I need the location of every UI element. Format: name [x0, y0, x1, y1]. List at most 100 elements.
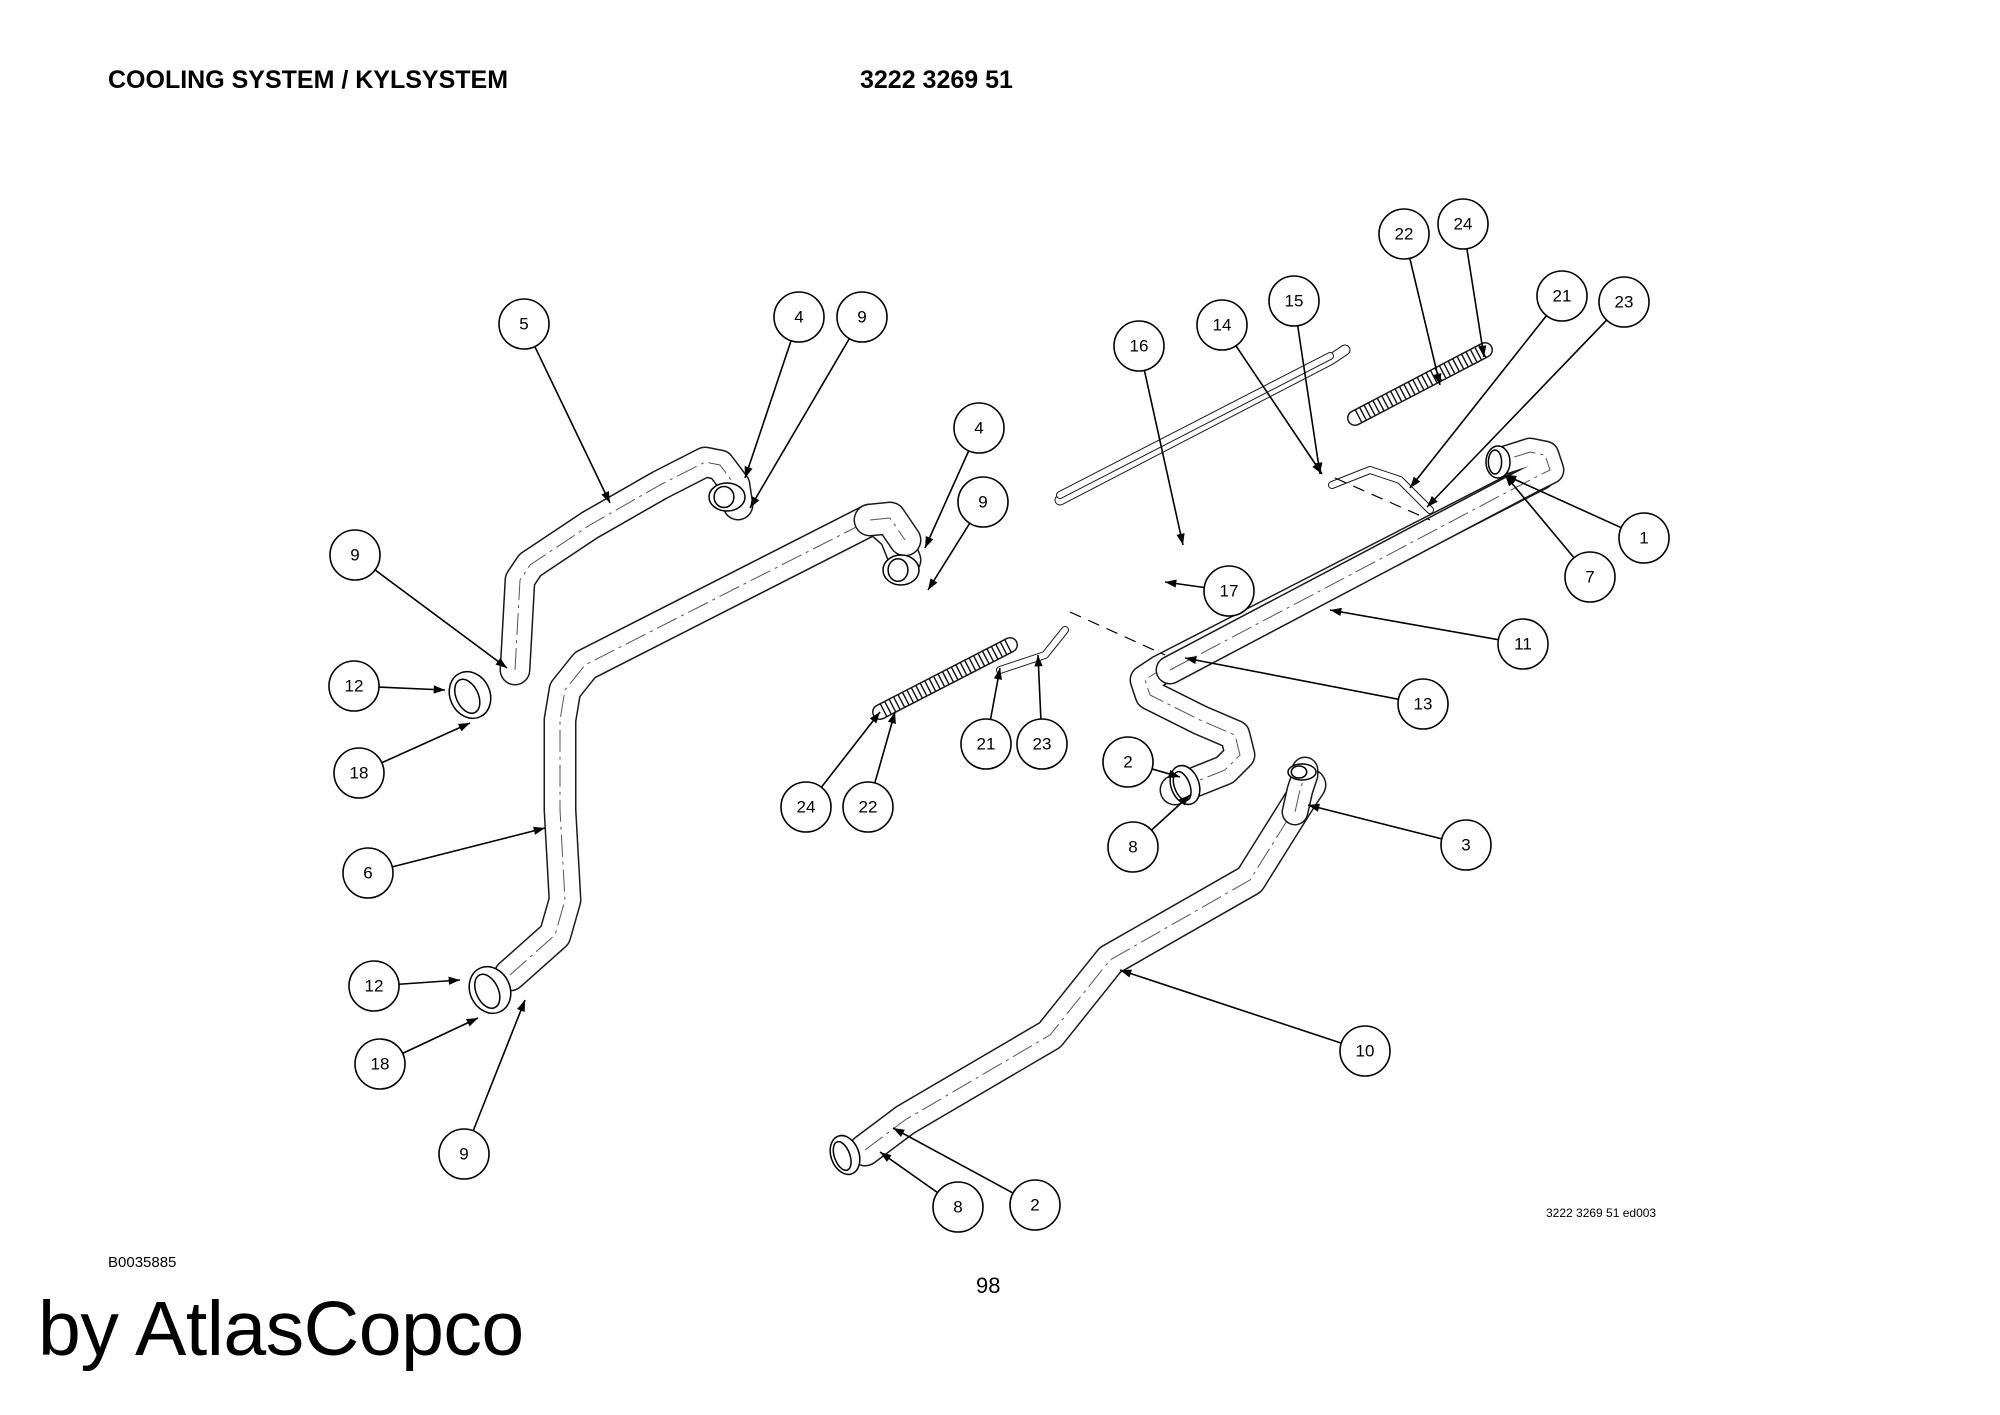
hose-24-lower-rib: [999, 641, 1008, 655]
callout-12: 12: [328, 660, 380, 712]
arrowhead: [880, 1152, 892, 1162]
page-title: COOLING SYSTEM / KYLSYSTEM: [108, 66, 509, 94]
callout-circle: [498, 298, 550, 350]
arrowhead: [993, 668, 1003, 680]
hose-24-upper-rib: [1412, 379, 1421, 393]
hose-24-upper-rib: [1381, 395, 1389, 409]
hose-24-upper-rib: [1363, 404, 1372, 419]
callout-21: 21: [1536, 270, 1588, 322]
callout-23: 23: [1016, 718, 1068, 770]
arrowhead: [1176, 533, 1185, 545]
leader-line: [1235, 345, 1323, 475]
callout-9: 9: [836, 291, 888, 343]
callout-circle: [1009, 1179, 1061, 1231]
callout-11: 11: [1497, 618, 1549, 670]
callout-circle: [1339, 1025, 1391, 1077]
callout-4: 4: [773, 291, 825, 343]
callout-circle: [342, 847, 394, 899]
callout-label: 15: [1285, 292, 1304, 311]
leader-line: [1307, 804, 1442, 840]
hose-24-lower-rib: [950, 666, 959, 681]
page-number: 98: [976, 1273, 1001, 1298]
hose-24-lower-rib: [879, 703, 888, 717]
hose-24-lower-rib: [924, 680, 932, 694]
arrowhead: [1034, 655, 1043, 667]
callout-circle: [953, 402, 1005, 454]
hose-24-upper-rib: [1359, 407, 1367, 421]
callout-circle: [1378, 208, 1430, 260]
callout-circle: [333, 747, 385, 799]
arrowhead: [1330, 607, 1342, 617]
hose-24-upper-rib: [1438, 365, 1447, 379]
hose-24-lower-rib: [968, 657, 977, 671]
leader-line: [1466, 248, 1485, 358]
callout-circle: [842, 781, 894, 833]
pipe-6-upper-centerline: [869, 517, 906, 541]
callout-8: 8: [932, 1181, 984, 1233]
callout-label: 16: [1130, 337, 1149, 356]
arrowhead: [1433, 373, 1442, 385]
leader-line: [749, 338, 851, 509]
callout-circle: [348, 960, 400, 1012]
arrowhead: [925, 536, 934, 548]
callout-label: 12: [345, 677, 364, 696]
callout-circle: [329, 529, 381, 581]
callout-label: 7: [1585, 568, 1594, 587]
callout-circle: [1440, 819, 1492, 871]
callout-3: 3: [1440, 819, 1492, 871]
hose-24-lower-rib: [973, 655, 981, 669]
hose-24-lower-rib: [995, 644, 1003, 658]
callout-7: 7: [1564, 551, 1616, 603]
arrowhead: [744, 466, 753, 478]
hose-24-upper-rib: [1416, 377, 1425, 391]
arrowhead: [1165, 579, 1177, 588]
leader-line: [1119, 969, 1342, 1044]
watermark-brand: by AtlasCopco: [38, 1286, 524, 1372]
arrowhead: [1478, 345, 1487, 357]
callout-label: 9: [350, 546, 359, 565]
callout-label: 9: [857, 308, 866, 327]
hose-24-upper-rib: [1398, 386, 1407, 400]
arrowhead: [750, 496, 760, 508]
callout-label: 14: [1213, 316, 1232, 335]
callout-9: 9: [957, 476, 1009, 528]
hose-24-lower-rib: [977, 653, 986, 667]
leader-lines: [374, 248, 1622, 1194]
hose-24-lower-rib: [990, 646, 999, 660]
arrowhead: [1410, 476, 1421, 488]
arrowhead: [517, 1000, 525, 1012]
arrowhead: [1427, 496, 1438, 507]
hose-24-upper-rib: [1394, 388, 1403, 402]
arrowhead: [1168, 769, 1180, 778]
tube-23-left-fill: [997, 627, 1068, 673]
leader-line: [1409, 258, 1441, 386]
callout-4: 4: [953, 402, 1005, 454]
callout-circle: [1196, 299, 1248, 351]
callout-label: 9: [459, 1145, 468, 1164]
callout-24: 24: [1437, 198, 1489, 250]
hose-24-lower-rib: [955, 664, 963, 678]
hose-24-lower-rib: [897, 694, 906, 708]
callout-label: 21: [977, 735, 996, 754]
pipe-6-fill: [495, 505, 920, 990]
callout-circle: [1564, 551, 1616, 603]
callout-label: 8: [953, 1198, 962, 1217]
callout-8: 8: [1107, 821, 1159, 873]
callout-24: 24: [780, 781, 832, 833]
hose-24-lower-rib: [919, 683, 928, 697]
hose-24-upper-rib: [1367, 402, 1376, 416]
coupling-3-top-inner: [1290, 765, 1308, 779]
leader-line: [381, 722, 471, 764]
callout-label: 2: [1123, 753, 1132, 772]
arrowhead: [869, 712, 880, 724]
callout-label: 1: [1639, 529, 1648, 548]
tube-17-fill: [1057, 353, 1333, 498]
coupling-8-left-inner: [832, 1140, 852, 1172]
leader-line: [744, 340, 792, 479]
hose-24-lower-rib: [981, 650, 990, 665]
pipe-5-centerline: [514, 461, 739, 671]
alignment-line: [1069, 611, 1166, 656]
alignment-line: [1334, 477, 1431, 521]
callout-label: 24: [1454, 215, 1473, 234]
